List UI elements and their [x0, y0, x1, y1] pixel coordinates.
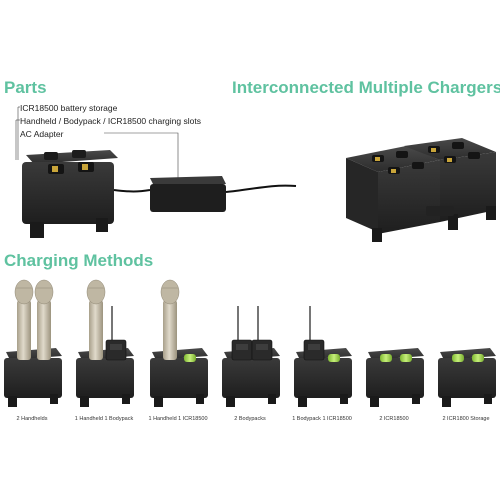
multi-chargers-heading: Interconnected Multiple Chargers: [232, 78, 500, 97]
method-caption-4: 2 Bodypacks: [234, 416, 266, 422]
method-unit-6: [366, 348, 424, 407]
method-unit-4: [222, 306, 280, 407]
charging-methods-illustrations: [4, 279, 496, 407]
method-caption-2: 1 Handheld 1 Bodypack: [74, 416, 134, 422]
method-unit-5: [294, 306, 352, 407]
part-label-charging-slots: Handheld / Bodypack / ICR18500 charging …: [20, 116, 201, 126]
method-caption-3: 1 Handheld 1 ICR18500: [148, 416, 208, 422]
charging-methods-heading: Charging Methods: [4, 251, 154, 270]
charger-unit: [22, 150, 118, 238]
part-label-ac-adapter: AC Adapter: [20, 129, 64, 139]
method-caption-6: 2 ICR18500: [379, 416, 409, 422]
method-unit-7: [438, 348, 496, 407]
method-unit-2: [76, 279, 134, 407]
method-caption-1: 2 Handhelds: [16, 416, 48, 422]
part-label-battery-storage: ICR18500 battery storage: [20, 103, 118, 113]
method-caption-5: 1 Bodypack 1 ICR18500: [292, 416, 352, 422]
callout-lines: [15, 106, 179, 180]
ac-adapter: [113, 176, 297, 212]
method-caption-7: 2 ICR1800 Storage: [442, 416, 490, 422]
method-unit-1: [4, 279, 62, 407]
interconnected-chargers: [346, 138, 496, 242]
method-unit-3: [150, 279, 208, 407]
parts-heading: Parts: [4, 78, 47, 97]
